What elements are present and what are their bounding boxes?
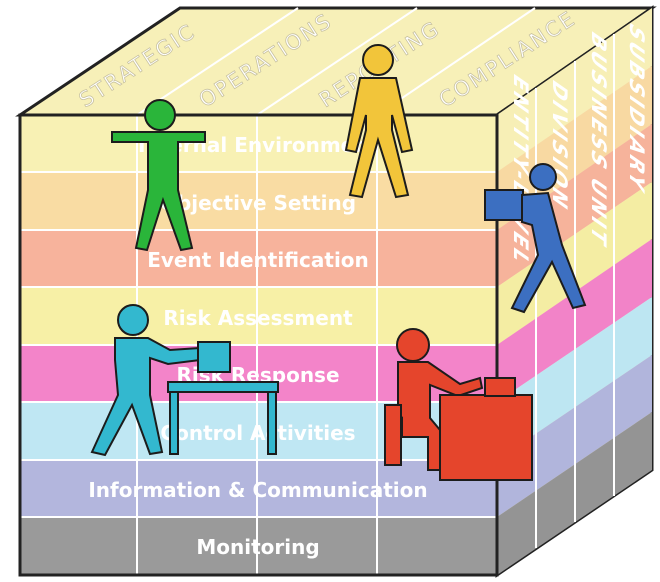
row-band-information-communication	[20, 460, 497, 517]
cyan-person-figure	[90, 304, 279, 457]
cube-front-face: Internal Environment Objective Setting E…	[18, 113, 499, 577]
side-label-division: DIVISION	[548, 74, 571, 217]
side-label-entity-level: ENTITY-LEVEL	[509, 68, 532, 273]
green-person-figure	[111, 99, 206, 252]
row-label-risk-assessment: Risk Assessment	[163, 306, 353, 330]
row-label-event-identification: Event Identification	[147, 248, 369, 272]
side-label-subsidiary: SUBSIDIARY	[625, 17, 648, 199]
row-band-objective-setting	[20, 172, 497, 230]
red-person-figure	[384, 328, 533, 481]
side-label-business-unit: BUSINESS UNIT	[587, 26, 610, 254]
top-divider	[256, 7, 418, 116]
row-band-monitoring	[20, 517, 497, 575]
row-band-internal-environment	[20, 115, 497, 172]
row-label-objective-setting: Objective Setting	[160, 191, 356, 215]
cube-side-face: SUBSIDIARY BUSINESS UNIT DIVISION ENTITY…	[495, 5, 654, 578]
blue-person-figure	[484, 163, 587, 314]
row-band-event-identification	[20, 230, 497, 287]
row-label-monitoring: Monitoring	[196, 535, 319, 559]
row-label-information-communication: Information & Communication	[88, 478, 427, 502]
top-divider	[136, 7, 299, 116]
cube-top-face: STRATEGIC OPERATIONS REPORTING COMPLIANC…	[15, 6, 657, 117]
front-face-border	[18, 113, 499, 577]
top-divider	[376, 7, 536, 116]
yellow-person-figure	[344, 44, 414, 199]
row-label-control-activities: Control Activities	[160, 421, 355, 445]
